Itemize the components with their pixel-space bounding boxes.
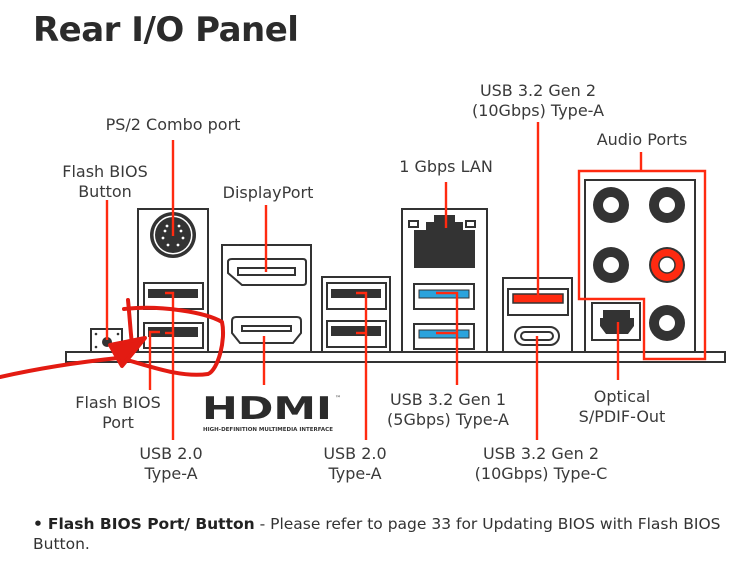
usb32-gen2-block xyxy=(502,277,573,353)
label-flash-button: Button xyxy=(78,182,132,201)
hdmi-logo-subtitle: HIGH-DEFINITION MULTIMEDIA INTERFACE xyxy=(203,427,333,433)
label-usb20: USB 2.0 xyxy=(139,444,202,463)
bios-note: • Flash BIOS Port/ Button - Please refer… xyxy=(33,514,743,554)
label-ps2: PS/2 Combo port xyxy=(106,115,241,134)
label-usb32g2-typea: (10Gbps) Type-A xyxy=(472,101,604,120)
note-text: - Please refer to page 33 for Updating B… xyxy=(33,515,721,553)
label-optical: Optical xyxy=(594,387,651,406)
label-usb32g1: (5Gbps) Type-A xyxy=(387,410,509,429)
usb20-block xyxy=(321,276,391,353)
label-usb20: Type-A xyxy=(327,464,381,483)
label-flash-port: Port xyxy=(102,413,134,432)
hdmi-logo-text: HDMI xyxy=(202,391,332,427)
io-base-plate xyxy=(65,351,726,363)
note-bold: Flash BIOS Port/ Button xyxy=(47,515,255,533)
hand-drawn-annotation xyxy=(0,298,225,379)
label-flash-button: Flash BIOS xyxy=(62,162,147,181)
audio-block xyxy=(584,179,696,353)
audio-jack xyxy=(649,187,685,223)
hdmi-logo-tm: ™ xyxy=(335,395,341,402)
label-optical: S/PDIF-Out xyxy=(579,407,666,426)
audio-jack-red xyxy=(649,247,685,283)
port-labels: PS/2 Combo port Flash BIOS Button Displa… xyxy=(62,81,687,483)
label-usb20: USB 2.0 xyxy=(323,444,386,463)
label-flash-port: Flash BIOS xyxy=(75,393,160,412)
label-usb32g2-typea: USB 3.2 Gen 2 xyxy=(480,81,596,100)
label-usb20: Type-A xyxy=(143,464,197,483)
hdmi-logo: HDMI ™ HIGH-DEFINITION MULTIMEDIA INTERF… xyxy=(202,391,341,433)
audio-jack xyxy=(593,187,629,223)
page-title: Rear I/O Panel xyxy=(33,10,299,50)
label-usb32g2-typec: USB 3.2 Gen 2 xyxy=(483,444,599,463)
audio-jack xyxy=(593,247,629,283)
leader-lines xyxy=(105,122,643,440)
lan-port xyxy=(414,215,475,268)
audio-jack xyxy=(649,305,685,341)
label-usb32g1: USB 3.2 Gen 1 xyxy=(390,390,506,409)
lan-usb3-block xyxy=(401,208,488,353)
label-audio: Audio Ports xyxy=(597,130,688,149)
audio-highlight-outline xyxy=(577,169,707,361)
label-lan: 1 Gbps LAN xyxy=(399,157,493,176)
label-usb32g2-typec: (10Gbps) Type-C xyxy=(475,464,608,483)
note-bullet: • xyxy=(33,515,43,533)
label-displayport: DisplayPort xyxy=(223,183,314,202)
